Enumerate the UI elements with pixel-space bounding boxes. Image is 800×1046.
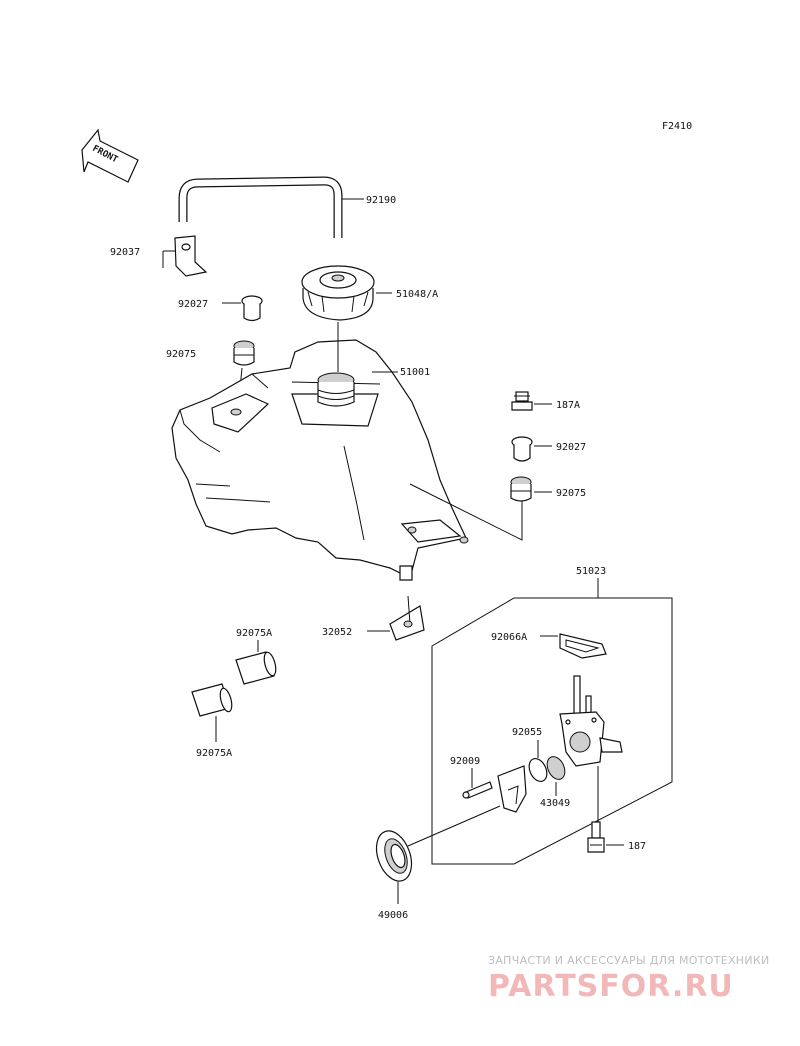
label-92037: 92037 (110, 247, 140, 258)
front-arrow-icon: FRONT (81, 128, 139, 183)
label-92075-left: 92075 (166, 349, 196, 360)
sleeve-92075A-top (235, 651, 277, 685)
label-32052: 32052 (322, 627, 352, 638)
label-92075-right: 92075 (556, 488, 586, 499)
o-ring-92055 (528, 758, 548, 782)
label-187A: 187A (556, 400, 580, 411)
label-49006: 49006 (378, 910, 408, 921)
label-92055: 92055 (512, 727, 542, 738)
label-92027-left: 92027 (178, 299, 208, 310)
bolt-187A (511, 391, 533, 411)
plate-43049 (546, 756, 566, 780)
label-43049: 43049 (540, 798, 570, 809)
grommet-92027-right (511, 436, 533, 462)
hose-92190 (178, 176, 343, 238)
label-92066A: 92066A (491, 632, 527, 643)
sleeve-92075A-bottom (191, 683, 233, 717)
fuel-cock-body (559, 675, 623, 767)
clip-92037 (174, 235, 208, 277)
fuel-cap-51048 (301, 265, 375, 321)
label-51001: 51001 (400, 367, 430, 378)
bolt-187 (587, 821, 605, 853)
label-92009: 92009 (450, 756, 480, 767)
label-187: 187 (628, 841, 646, 852)
label-92027-right: 92027 (556, 442, 586, 453)
label-51048A: 51048/A (396, 289, 438, 300)
fuel-tank-51001 (171, 339, 469, 581)
seal-49006 (375, 830, 413, 882)
gasket-92066A (559, 633, 607, 659)
label-92075A-top: 92075A (236, 628, 272, 639)
label-92190: 92190 (366, 195, 396, 206)
label-92075A-bottom: 92075A (196, 748, 232, 759)
figure-code: F2410 (662, 121, 692, 132)
watermark-tagline: ЗАПЧАСТИ И АКСЕССУАРЫ ДЛЯ МОТОТЕХНИКИ (488, 954, 770, 967)
bracket-32052 (389, 595, 425, 641)
damper-92075-left (233, 340, 255, 366)
lever-bracket (497, 765, 527, 813)
damper-92075-right (510, 476, 532, 502)
grommet-92027-left (241, 295, 263, 322)
watermark-logo: PARTSFOR.RU (488, 969, 734, 1004)
label-51023: 51023 (576, 566, 606, 577)
screw-92009 (462, 781, 493, 799)
